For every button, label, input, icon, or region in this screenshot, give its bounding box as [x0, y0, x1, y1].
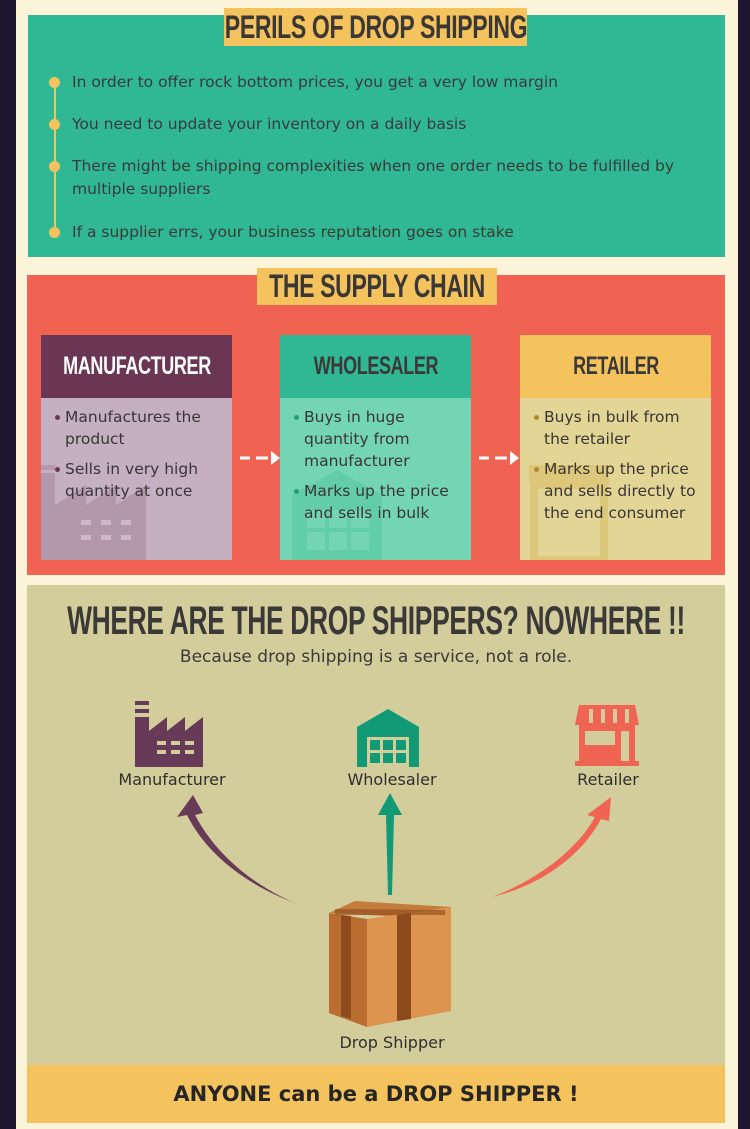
bullet-icon — [49, 77, 60, 88]
factory-icon — [135, 701, 203, 767]
perils-title-banner: PERILS OF DROP SHIPPING — [224, 8, 527, 46]
section-subtitle: Because drop shipping is a service, not … — [179, 647, 573, 667]
warehouse-icon — [357, 709, 419, 767]
arrow-to-wholesaler — [378, 793, 402, 895]
arrows-diagram — [177, 793, 611, 903]
section-title: WHERE ARE THE DROP SHIPPERS? NOWHERE !! — [67, 599, 685, 643]
card-point: Marks up the price and sells in bulk — [294, 480, 465, 524]
bullet-icon — [49, 227, 60, 238]
store-icon — [529, 465, 609, 560]
peril-text: In order to offer rock bottom prices, yo… — [72, 73, 558, 91]
peril-text: There might be shipping complexities whe… — [72, 157, 675, 198]
store-icon — [575, 705, 639, 766]
card-point: Buys in huge quantity from manufacturer — [294, 406, 465, 472]
peril-item: If a supplier errs, your business reputa… — [49, 221, 712, 244]
peril-item: There might be shipping complexities whe… — [49, 155, 712, 201]
card-title: MANUFACTURER — [62, 352, 211, 380]
card-title: RETAILER — [572, 352, 659, 380]
dashed-arrow-icon — [479, 451, 519, 465]
arrow-to-retailer — [492, 797, 611, 897]
footer-banner: ANYONE can be a DROP SHIPPER ! — [27, 1065, 725, 1123]
wholesaler-card: WHOLESALER Buys in huge quantity from ma… — [280, 335, 471, 560]
timeline-line — [54, 81, 56, 231]
card-point: Sells in very high quantity at once — [55, 458, 226, 502]
supply-chain-section: THE SUPPLY CHAIN MANUFACTURER Manufactur… — [27, 268, 725, 575]
factory-icon — [41, 465, 146, 560]
arrow-to-manufacturer — [177, 795, 295, 903]
card-title: WHOLESALER — [313, 352, 438, 380]
warehouse-icon — [292, 470, 382, 560]
package-box-icon — [329, 901, 451, 1027]
peril-item: You need to update your inventory on a d… — [49, 113, 712, 136]
supply-chain-title: THE SUPPLY CHAIN — [269, 268, 485, 304]
card-point: Marks up the price and sells directly to… — [534, 458, 705, 524]
peril-item: In order to offer rock bottom prices, yo… — [49, 71, 712, 94]
role-manufacturer: Manufacturer — [118, 770, 226, 789]
bullet-icon — [49, 119, 60, 130]
card-point: Manufactures the product — [55, 406, 226, 450]
perils-section: PERILS OF DROP SHIPPING In order to offe… — [28, 8, 725, 257]
left-border — [0, 0, 16, 1129]
dashed-arrow-icon — [240, 451, 280, 465]
role-retailer: Retailer — [577, 770, 639, 789]
role-wholesaler: Wholesaler — [347, 770, 437, 789]
peril-text: You need to update your inventory on a d… — [72, 115, 467, 133]
bullet-icon — [49, 161, 60, 172]
supply-chain-title-banner: THE SUPPLY CHAIN — [257, 268, 497, 305]
drop-shippers-section: WHERE ARE THE DROP SHIPPERS? NOWHERE !! … — [27, 585, 725, 1123]
drop-shipper-label: Drop Shipper — [339, 1033, 445, 1052]
perils-title: PERILS OF DROP SHIPPING — [224, 9, 527, 45]
right-border — [738, 0, 750, 1129]
peril-text: If a supplier errs, your business reputa… — [72, 223, 514, 241]
card-point: Buys in bulk from the retailer — [534, 406, 705, 450]
